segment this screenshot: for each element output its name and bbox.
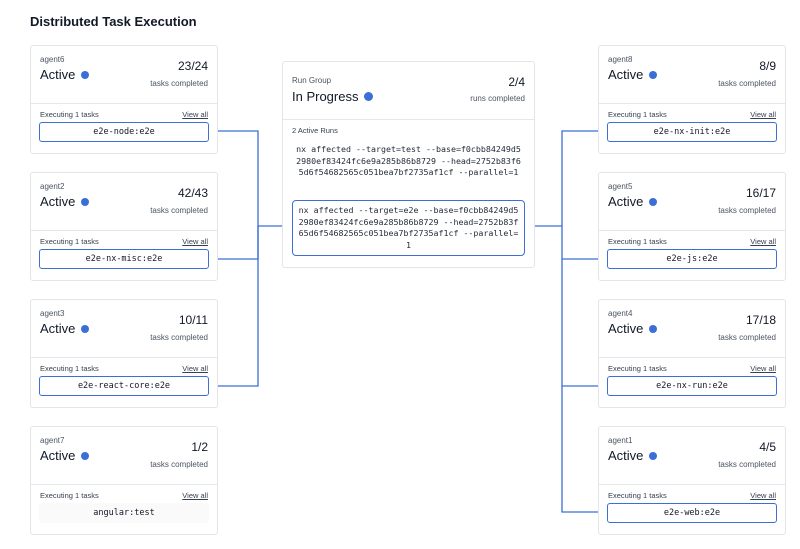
tasks-count: 1/2 <box>191 440 208 454</box>
run-command[interactable]: nx affected --target=test --base=f0cbb84… <box>296 144 521 177</box>
status-dot-icon <box>81 197 90 206</box>
executing-label: Executing 1 tasks <box>40 110 99 119</box>
tasks-count: 8/9 <box>759 59 776 73</box>
runs-count-label: runs completed <box>470 94 525 103</box>
task-chip[interactable]: e2e-react-core:e2e <box>39 376 209 396</box>
tasks-count-label: tasks completed <box>150 79 208 88</box>
run-group-label: Run Group <box>292 76 332 85</box>
view-all-link[interactable]: View all <box>750 364 776 373</box>
executing-label: Executing 1 tasks <box>40 364 99 373</box>
tasks-count-label: tasks completed <box>150 206 208 215</box>
view-all-link[interactable]: View all <box>750 110 776 119</box>
executing-label: Executing 1 tasks <box>608 491 667 500</box>
executing-label: Executing 1 tasks <box>40 491 99 500</box>
executing-label: Executing 1 tasks <box>608 364 667 373</box>
agent-name: agent7 <box>40 436 65 445</box>
view-all-link[interactable]: View all <box>182 110 208 119</box>
task-chip[interactable]: e2e-nx-run:e2e <box>607 376 777 396</box>
status-dot-icon <box>649 451 658 460</box>
tasks-count-label: tasks completed <box>718 206 776 215</box>
executing-label: Executing 1 tasks <box>608 110 667 119</box>
task-chip[interactable]: angular:test <box>39 503 209 523</box>
tasks-count: 10/11 <box>178 313 208 327</box>
agent-status: Active <box>40 194 90 209</box>
page-title: Distributed Task Execution <box>30 14 197 29</box>
view-all-link[interactable]: View all <box>182 237 208 246</box>
tasks-count: 17/18 <box>745 313 776 327</box>
executing-label: Executing 1 tasks <box>608 237 667 246</box>
agent-name: agent2 <box>40 182 65 191</box>
agent-status: Active <box>40 321 90 336</box>
agent-name: agent1 <box>608 436 633 445</box>
agent-status: Active <box>608 321 658 336</box>
tasks-count-label: tasks completed <box>718 460 776 469</box>
tasks-count: 42/43 <box>177 186 208 200</box>
run-group-status: In Progress <box>292 89 374 104</box>
view-all-link[interactable]: View all <box>750 491 776 500</box>
agent-status: Active <box>40 448 90 463</box>
tasks-count: 4/5 <box>759 440 776 454</box>
agent-name: agent8 <box>608 55 633 64</box>
agent-name: agent5 <box>608 182 633 191</box>
agent-status: Active <box>608 194 658 209</box>
run-group-card: Run Group In Progress 2/4 runs completed… <box>282 61 535 268</box>
runs-count: 2/4 <box>508 75 525 89</box>
task-chip[interactable]: e2e-nx-misc:e2e <box>39 249 209 269</box>
view-all-link[interactable]: View all <box>182 491 208 500</box>
tasks-count-label: tasks completed <box>150 460 208 469</box>
tasks-count-label: tasks completed <box>150 333 208 342</box>
tasks-count-label: tasks completed <box>718 333 776 342</box>
agent-card-agent2: agent2 Active 42/43 tasks completed Exec… <box>30 172 218 281</box>
task-chip[interactable]: e2e-web:e2e <box>607 503 777 523</box>
agent-card-agent5: agent5 Active 16/17 tasks completed Exec… <box>598 172 786 281</box>
agent-status: Active <box>608 67 658 82</box>
run-command-selected[interactable]: nx affected --target=e2e --base=f0cbb842… <box>292 200 525 256</box>
status-dot-icon <box>649 70 658 79</box>
agent-name: agent6 <box>40 55 65 64</box>
status-dot-icon <box>364 92 374 101</box>
agent-card-agent8: agent8 Active 8/9 tasks completed Execut… <box>598 45 786 154</box>
view-all-link[interactable]: View all <box>182 364 208 373</box>
agent-card-agent4: agent4 Active 17/18 tasks completed Exec… <box>598 299 786 408</box>
status-dot-icon <box>81 324 90 333</box>
active-runs-label: 2 Active Runs <box>292 126 338 135</box>
agent-status: Active <box>40 67 90 82</box>
tasks-count: 23/24 <box>177 59 208 73</box>
status-dot-icon <box>649 324 658 333</box>
status-dot-icon <box>81 451 90 460</box>
agent-name: agent4 <box>608 309 633 318</box>
status-dot-icon <box>649 197 658 206</box>
agent-name: agent3 <box>40 309 65 318</box>
executing-label: Executing 1 tasks <box>40 237 99 246</box>
agent-card-agent6: agent6 Active 23/24 tasks completed Exec… <box>30 45 218 154</box>
task-chip[interactable]: e2e-js:e2e <box>607 249 777 269</box>
status-dot-icon <box>81 70 90 79</box>
agent-card-agent3: agent3 Active 10/11 tasks completed Exec… <box>30 299 218 408</box>
agent-status: Active <box>608 448 658 463</box>
task-chip[interactable]: e2e-node:e2e <box>39 122 209 142</box>
task-chip[interactable]: e2e-nx-init:e2e <box>607 122 777 142</box>
agent-card-agent7: agent7 Active 1/2 tasks completed Execut… <box>30 426 218 535</box>
view-all-link[interactable]: View all <box>750 237 776 246</box>
agent-card-agent1: agent1 Active 4/5 tasks completed Execut… <box>598 426 786 535</box>
tasks-count-label: tasks completed <box>718 79 776 88</box>
tasks-count: 16/17 <box>745 186 776 200</box>
